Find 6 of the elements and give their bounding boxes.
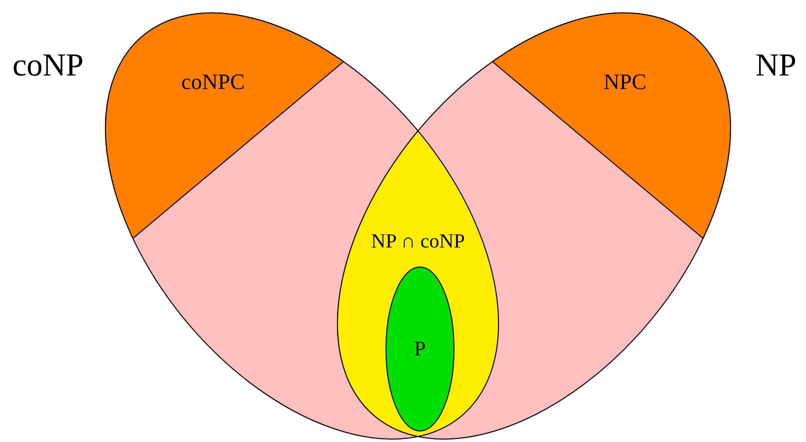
set-label: NP	[756, 46, 796, 84]
set-label: NPC	[604, 69, 646, 95]
set-label: P	[414, 336, 426, 362]
set-label: coNPC	[181, 69, 245, 95]
set-label: coNP	[12, 46, 84, 84]
set-label: NP ∩ coNP	[371, 230, 465, 254]
